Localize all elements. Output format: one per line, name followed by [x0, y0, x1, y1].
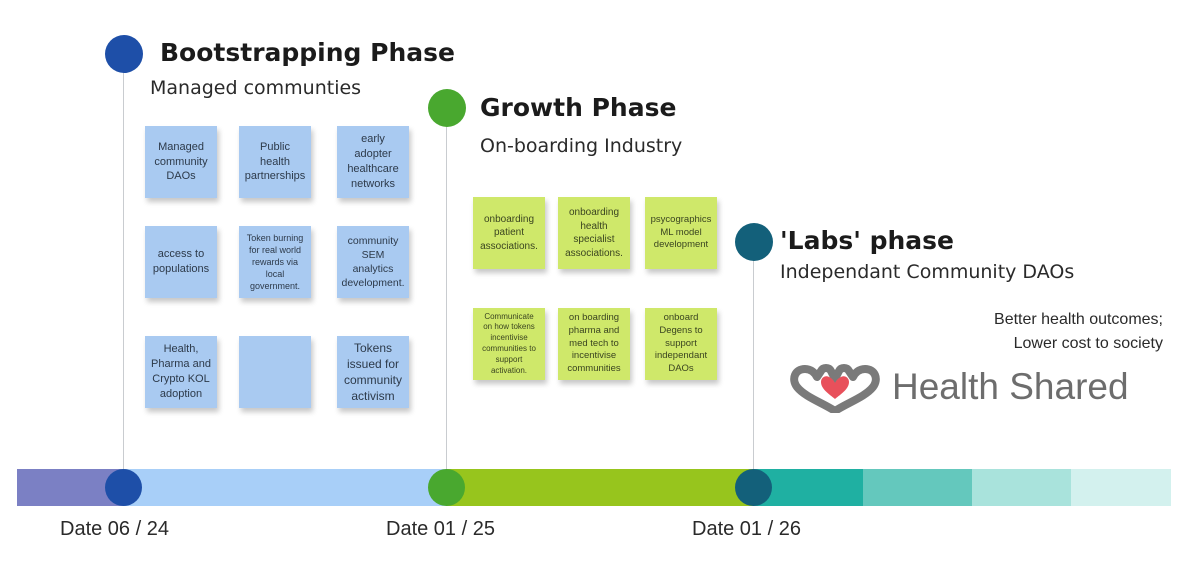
timeline-segment	[123, 469, 446, 506]
hands-heart-icon	[790, 364, 880, 415]
timeline-segment	[863, 469, 972, 506]
sticky-note-empty	[239, 336, 311, 408]
date-label-bootstrap: Date 06 / 24	[60, 518, 169, 540]
labs-phase-subtitle: Independant Community DAOs	[780, 261, 1075, 283]
outcome-line-2: Lower cost to society	[1013, 335, 1163, 352]
bootstrap-phase-subtitle: Managed communties	[150, 77, 362, 99]
sticky-note: Public health partnerships	[239, 126, 311, 198]
sticky-note: Communicate on how tokens incentivise co…	[473, 308, 545, 380]
timeline-segment	[1071, 469, 1171, 506]
date-label-labs: Date 01 / 26	[692, 518, 801, 540]
timeline-milestone-labs	[735, 469, 772, 506]
health-shared-logo	[785, 357, 885, 415]
timeline-milestone-growth	[428, 469, 465, 506]
sticky-note: early adopter healthcare networks	[337, 126, 409, 198]
sticky-note: Token burning for real world rewards via…	[239, 226, 311, 298]
growth-phase-title: Growth Phase	[480, 93, 677, 122]
sticky-note: access to populations	[145, 226, 217, 298]
growth-phase-marker	[428, 89, 466, 127]
growth-phase-subtitle: On-boarding Industry	[480, 135, 683, 157]
outcome-line-1: Better health outcomes;	[994, 311, 1163, 328]
labs-connector-line	[753, 260, 754, 488]
sticky-note: Tokens issued for community activism	[337, 336, 409, 408]
labs-phase-marker	[735, 223, 773, 261]
bootstrap-connector-line	[123, 72, 124, 488]
sticky-note: Managed community DAOs	[145, 126, 217, 198]
sticky-note: onboard Degens to support independant DA…	[645, 308, 717, 380]
sticky-note: psycographics ML model development	[645, 197, 717, 269]
bootstrap-phase-marker	[105, 35, 143, 73]
sticky-note: community SEM analytics development.	[337, 226, 409, 298]
date-label-growth: Date 01 / 25	[386, 518, 495, 540]
growth-connector-line	[446, 126, 447, 488]
sticky-note: Health, Pharma and Crypto KOL adoption	[145, 336, 217, 408]
sticky-note: on boarding pharma and med tech to incen…	[558, 308, 630, 380]
timeline-segment	[446, 469, 753, 506]
sticky-note: onboarding patient associations.	[473, 197, 545, 269]
timeline-milestone-bootstrap	[105, 469, 142, 506]
bootstrap-phase-title: Bootstrapping Phase	[160, 38, 455, 67]
labs-phase-title: 'Labs' phase	[780, 226, 954, 255]
sticky-note: onboarding health specialist association…	[558, 197, 630, 269]
timeline-segment	[972, 469, 1071, 506]
brand-name: Health Shared	[892, 366, 1129, 407]
